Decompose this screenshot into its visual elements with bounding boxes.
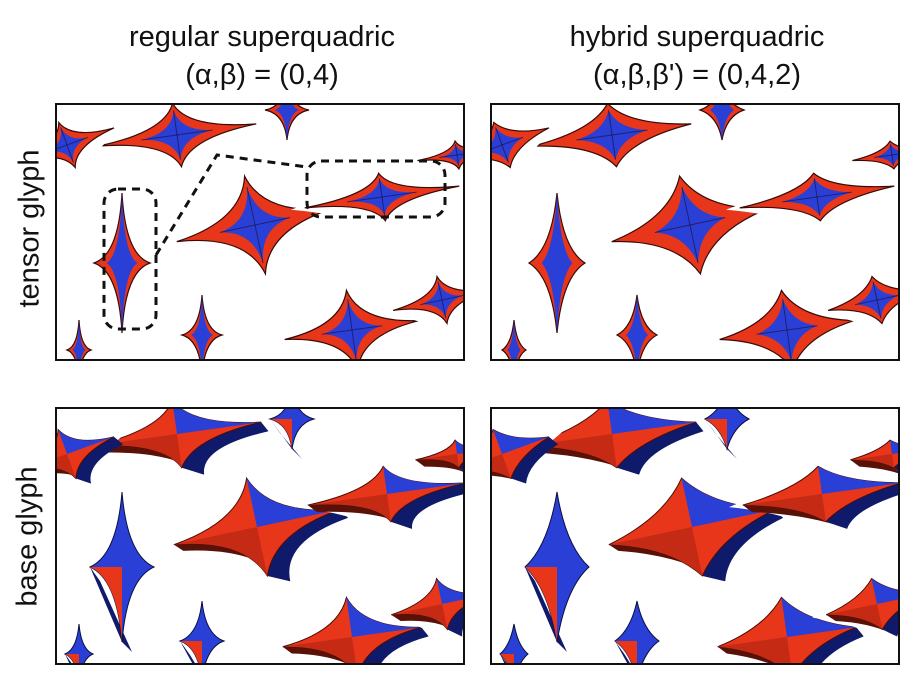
- panel-regular-tensor-art: [57, 105, 463, 359]
- hybrid-tensor-glyph-8: [605, 283, 669, 359]
- regular-base-glyph-11: [401, 426, 463, 482]
- hybrid-tensor-glyph-11: [838, 127, 898, 183]
- regular-tensor-glyph-10: [57, 308, 103, 359]
- regular-tensor-glyph-8: [170, 283, 234, 359]
- regular-tensor-glyph-6: [290, 159, 463, 235]
- hybrid-tensor-glyph-7: [705, 276, 869, 359]
- regular-base-glyph-2: [258, 409, 326, 461]
- regular-base-glyph-3: [57, 416, 128, 492]
- regular-tensor-glyph-5: [163, 162, 347, 288]
- regular-tensor-glyph-3: [57, 109, 128, 181]
- regular-base-glyph-7: [268, 583, 436, 663]
- regular-tensor-glyph-11: [403, 127, 463, 183]
- regular-tensor-glyph-4: [82, 181, 162, 345]
- hybrid-base-glyph-5: [595, 464, 789, 590]
- regular-base-glyph-4: [78, 480, 166, 654]
- hybrid-base-glyph-2: [693, 409, 761, 461]
- column-title-regular-name: regular superquadric: [129, 21, 395, 53]
- hybrid-tensor-glyph-4: [517, 181, 597, 345]
- column-title-regular: regular superquadric (α,β) = (0,4): [52, 18, 472, 94]
- column-title-hybrid-params: (α,β,β') = (0,4,2): [593, 59, 801, 91]
- panel-regular-base-art: [57, 409, 463, 663]
- panel-regular-tensor: [55, 103, 465, 361]
- hybrid-base-glyph-4: [513, 480, 601, 654]
- regular-tensor-glyph-7: [270, 276, 434, 359]
- panel-hybrid-tensor: [490, 103, 900, 361]
- regular-base-glyph-8: [168, 589, 236, 663]
- row-label-base-glyph: base glyph: [11, 466, 44, 607]
- hybrid-base-glyph-10: [492, 612, 540, 663]
- regular-base-glyph-9: [377, 564, 463, 644]
- regular-base-glyph-5: [160, 464, 354, 590]
- highlight-vertical-glyph: [102, 187, 158, 331]
- hybrid-base-glyph-8: [603, 589, 671, 663]
- hybrid-base-glyph-1: [513, 409, 711, 482]
- highlight-horizontal-glyph: [305, 159, 447, 219]
- regular-base-glyph-6: [293, 452, 463, 536]
- hybrid-base-glyph-7: [703, 583, 871, 663]
- row-label-tensor-glyph: tensor glyph: [13, 149, 46, 308]
- hybrid-tensor-glyph-6: [725, 159, 898, 235]
- panel-hybrid-tensor-art: [492, 105, 898, 359]
- highlight-connector: [154, 153, 308, 256]
- regular-base-glyph-10: [57, 612, 105, 663]
- hybrid-tensor-glyph-10: [492, 308, 538, 359]
- hybrid-base-glyph-11: [836, 426, 898, 482]
- regular-tensor-glyph-9: [379, 262, 463, 338]
- column-title-regular-params: (α,β) = (0,4): [185, 59, 339, 91]
- hybrid-base-glyph-6: [728, 452, 898, 536]
- hybrid-tensor-glyph-5: [598, 162, 782, 288]
- hybrid-base-glyph-3: [492, 416, 563, 492]
- hybrid-tensor-glyph-9: [814, 262, 898, 338]
- panel-regular-base: [55, 407, 465, 665]
- panel-hybrid-base-art: [492, 409, 898, 663]
- hybrid-base-glyph-9: [812, 564, 898, 644]
- hybrid-tensor-glyph-3: [492, 109, 563, 181]
- regular-tensor-glyph-2: [253, 105, 321, 152]
- column-title-hybrid-name: hybrid superquadric: [569, 21, 825, 53]
- panel-hybrid-base: [490, 407, 900, 665]
- column-title-hybrid: hybrid superquadric (α,β,β') = (0,4,2): [487, 18, 907, 94]
- hybrid-tensor-glyph-2: [688, 105, 756, 152]
